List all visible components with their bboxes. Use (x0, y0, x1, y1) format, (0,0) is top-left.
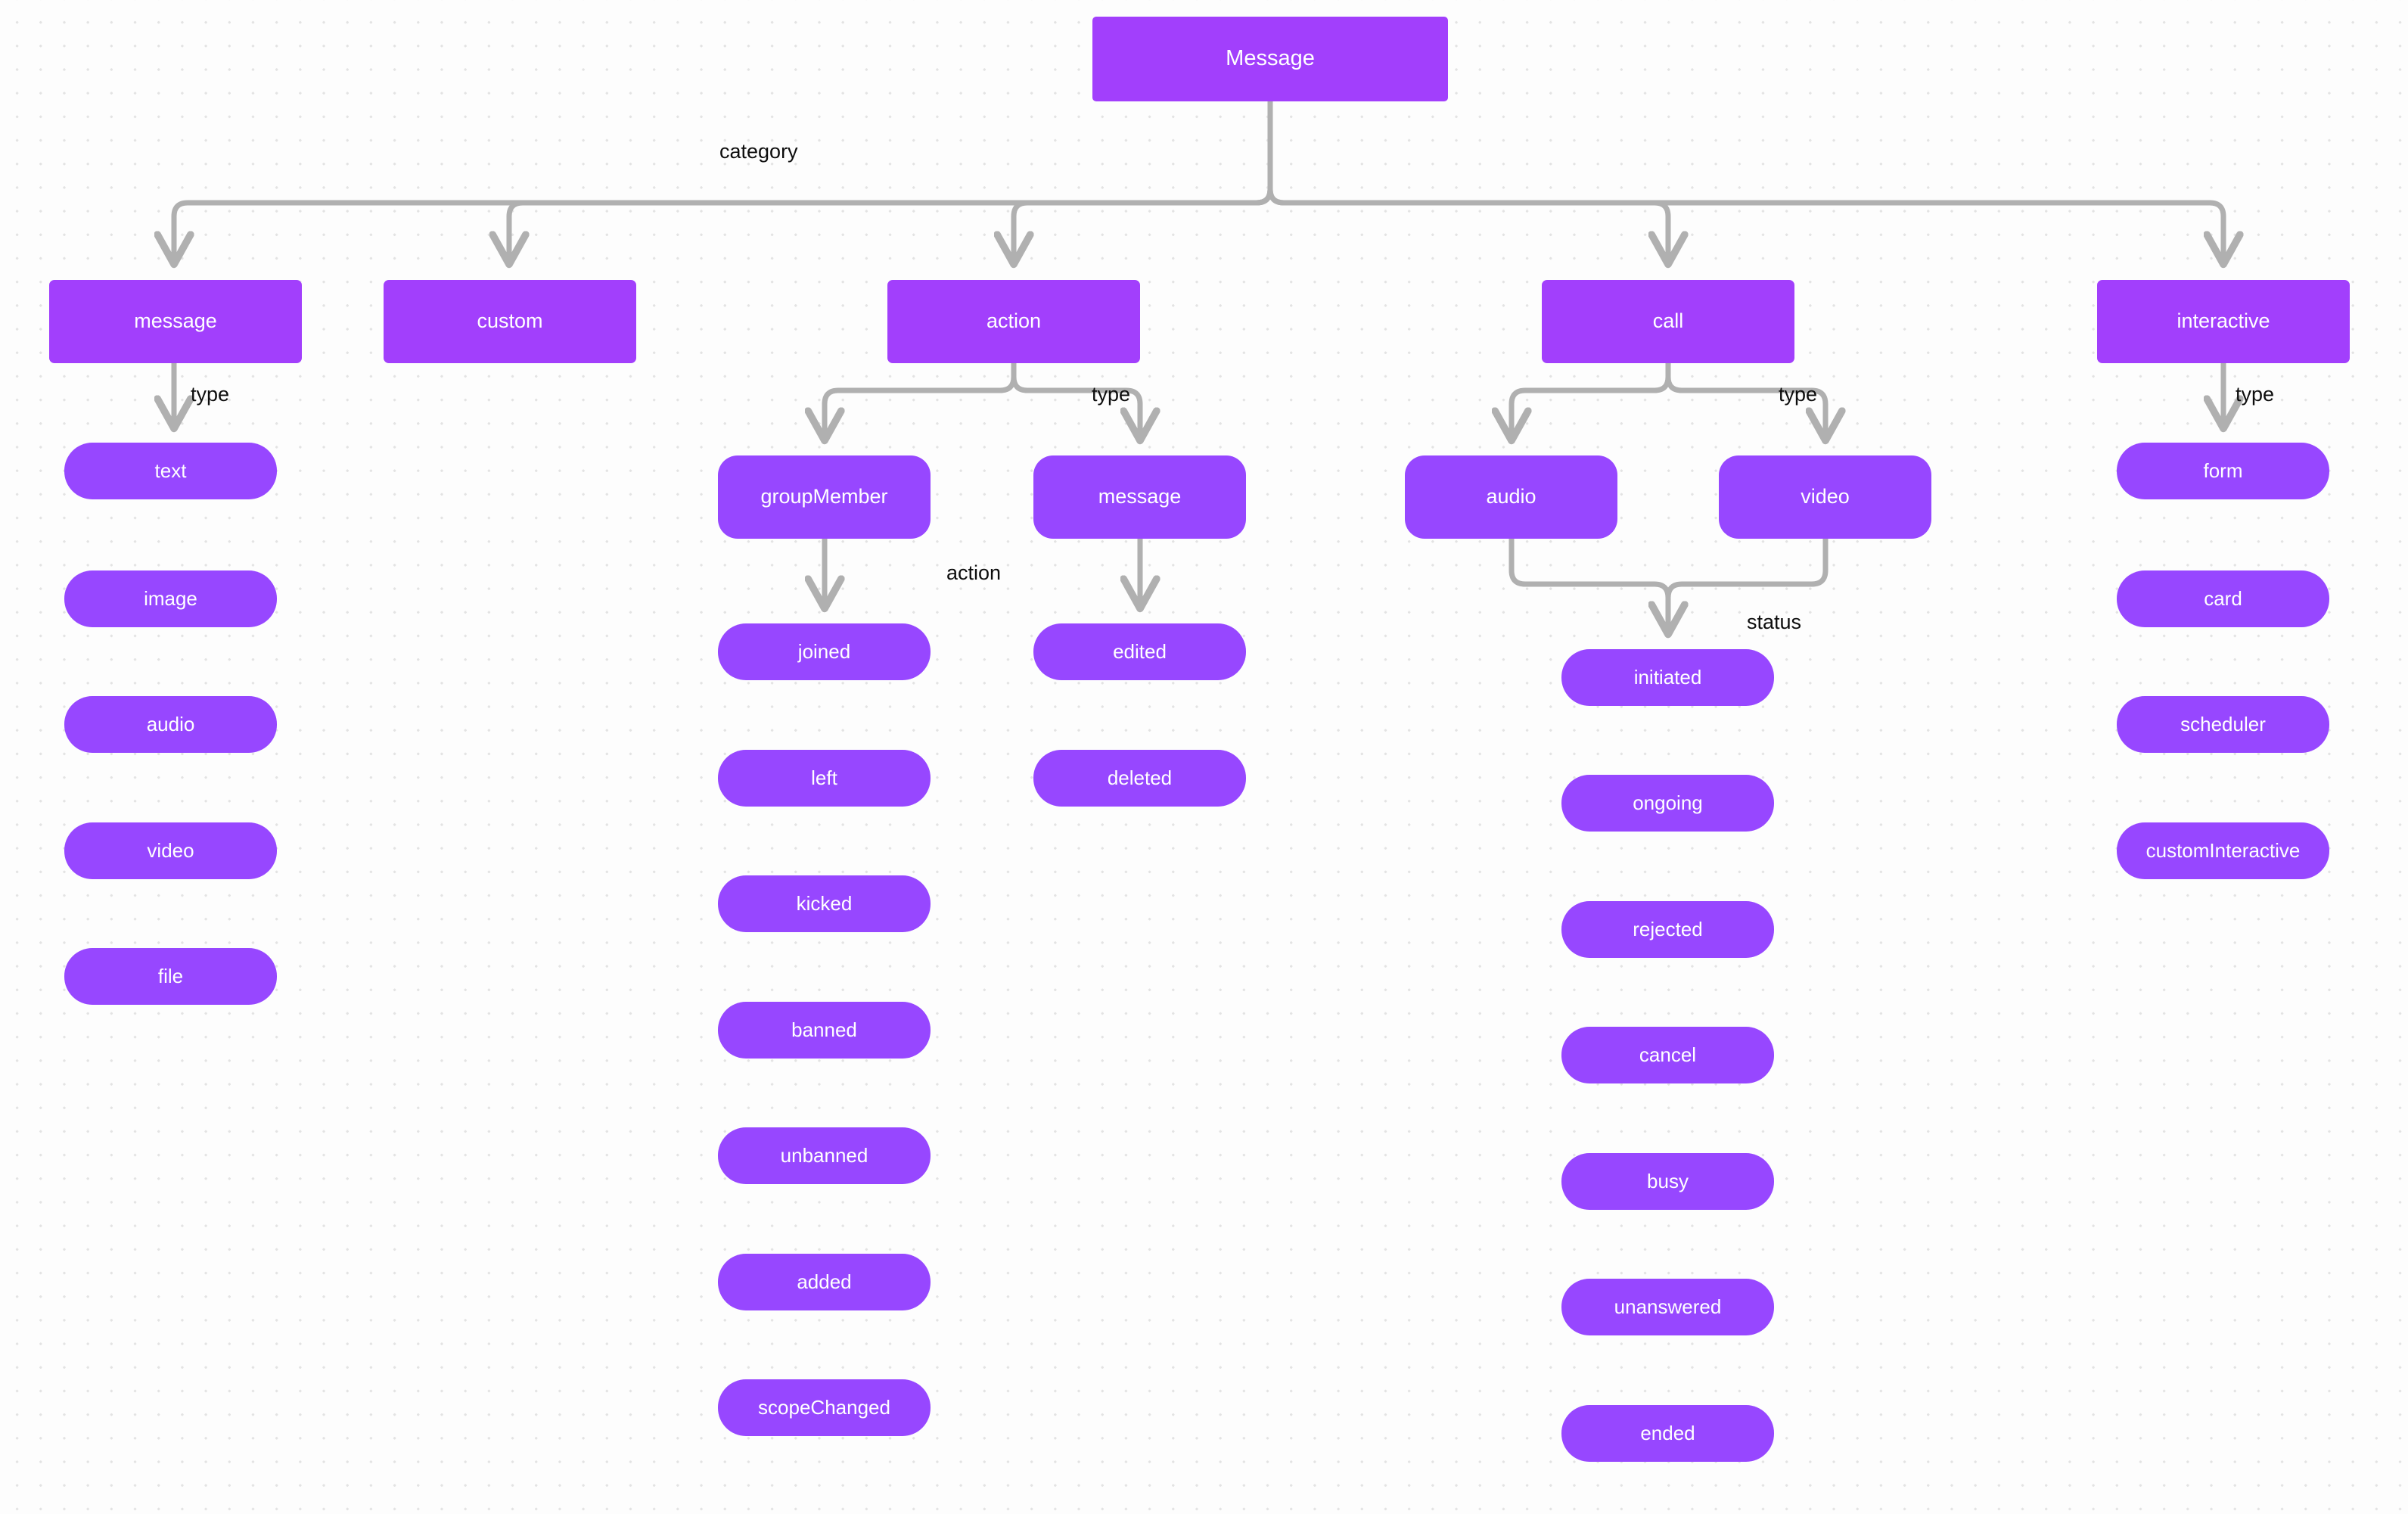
node-label: action (986, 309, 1042, 333)
node-category-interactive[interactable]: interactive (2097, 280, 2350, 363)
node-label: message (1098, 485, 1182, 508)
node-groupmember-action-added[interactable]: added (718, 1254, 931, 1310)
node-message-type-video[interactable]: video (64, 822, 277, 879)
node-category-action[interactable]: action (887, 280, 1140, 363)
node-interactive-type-scheduler[interactable]: scheduler (2117, 696, 2329, 753)
node-label: Message (1226, 46, 1315, 71)
node-groupmember-action-scopechanged[interactable]: scopeChanged (718, 1379, 931, 1436)
node-label: scheduler (2180, 713, 2266, 736)
node-label: video (147, 839, 194, 863)
node-message-type-text[interactable]: text (64, 443, 277, 499)
node-category-call[interactable]: call (1542, 280, 1794, 363)
node-category-message[interactable]: message (49, 280, 302, 363)
node-call-status-ongoing[interactable]: ongoing (1561, 775, 1774, 832)
node-label: unanswered (1614, 1295, 1722, 1319)
node-label: form (2203, 459, 2243, 483)
edge-label-action: action (946, 561, 1002, 584)
node-label: ongoing (1633, 791, 1703, 815)
node-label: image (144, 587, 197, 611)
node-label: message (134, 309, 217, 333)
node-label: text (154, 459, 187, 483)
node-message-type-file[interactable]: file (64, 948, 277, 1005)
node-label: busy (1647, 1170, 1689, 1193)
node-message-action-edited[interactable]: edited (1033, 623, 1246, 680)
node-groupmember-action-kicked[interactable]: kicked (718, 875, 931, 932)
node-groupmember-action-unbanned[interactable]: unbanned (718, 1127, 931, 1184)
node-label: audio (1486, 485, 1536, 508)
node-label: call (1652, 309, 1684, 333)
edge-label-type-action: type (1092, 383, 1131, 406)
node-call-status-initiated[interactable]: initiated (1561, 649, 1774, 706)
node-type-call-audio[interactable]: audio (1405, 455, 1617, 539)
node-message-type-image[interactable]: image (64, 570, 277, 627)
node-label: customInteractive (2145, 839, 2301, 863)
node-label: card (2204, 587, 2242, 611)
node-label: edited (1113, 640, 1167, 664)
node-call-status-cancel[interactable]: cancel (1561, 1027, 1774, 1083)
node-call-status-rejected[interactable]: rejected (1561, 901, 1774, 958)
node-label: kicked (796, 892, 853, 916)
node-groupmember-action-banned[interactable]: banned (718, 1002, 931, 1059)
node-label: cancel (1639, 1043, 1697, 1067)
node-type-action-message[interactable]: message (1033, 455, 1246, 539)
node-category-custom[interactable]: custom (384, 280, 636, 363)
node-groupmember-action-left[interactable]: left (718, 750, 931, 807)
node-type-groupmember[interactable]: groupMember (718, 455, 931, 539)
node-label: left (811, 766, 837, 790)
edge-label-status: status (1747, 611, 1802, 633)
node-label: added (797, 1270, 852, 1294)
node-label: custom (477, 309, 543, 333)
node-label: video (1801, 485, 1850, 508)
node-root-message[interactable]: Message (1092, 17, 1448, 101)
node-call-status-busy[interactable]: busy (1561, 1153, 1774, 1210)
node-type-call-video[interactable]: video (1719, 455, 1931, 539)
edge-label-category: category (719, 140, 798, 163)
node-label: banned (791, 1018, 857, 1042)
node-label: joined (797, 640, 851, 664)
node-label: initiated (1633, 666, 1702, 689)
node-interactive-type-card[interactable]: card (2117, 570, 2329, 627)
node-label: deleted (1107, 766, 1173, 790)
node-label: rejected (1633, 918, 1703, 941)
edge-label-type-message: type (191, 383, 230, 406)
edge-label-type-interactive: type (2236, 383, 2275, 406)
node-call-status-ended[interactable]: ended (1561, 1405, 1774, 1462)
node-label: unbanned (780, 1144, 868, 1167)
node-groupmember-action-joined[interactable]: joined (718, 623, 931, 680)
edge-label-type-call: type (1779, 383, 1818, 406)
node-label: interactive (2177, 309, 2270, 333)
node-label: groupMember (760, 485, 888, 508)
node-call-status-unanswered[interactable]: unanswered (1561, 1279, 1774, 1335)
node-interactive-type-form[interactable]: form (2117, 443, 2329, 499)
node-label: ended (1640, 1422, 1695, 1445)
node-message-type-audio[interactable]: audio (64, 696, 277, 753)
node-label: audio (146, 713, 195, 736)
node-interactive-type-custominteractive[interactable]: customInteractive (2117, 822, 2329, 879)
node-message-action-deleted[interactable]: deleted (1033, 750, 1246, 807)
node-label: scopeChanged (758, 1396, 890, 1419)
node-label: file (157, 965, 184, 988)
